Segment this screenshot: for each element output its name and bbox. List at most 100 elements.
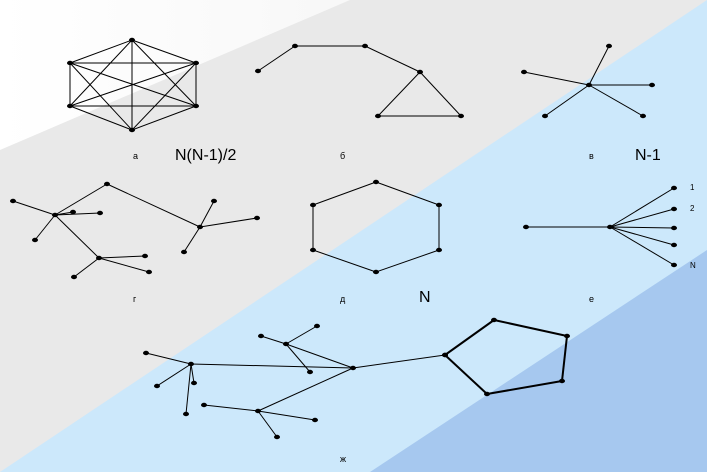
graph-zh-pentagon-node-0 — [442, 352, 448, 358]
graph-d-edge-5 — [312, 181, 377, 206]
graph-e-node-4 — [671, 225, 677, 231]
graph-v-node-4 — [542, 113, 548, 119]
graph-zh-node-1 — [188, 361, 194, 367]
graph-zh-node-7 — [314, 323, 320, 329]
graph-e-node-5 — [671, 242, 677, 248]
graph-a-edge-11 — [69, 62, 197, 107]
graph-b-edge-0 — [257, 45, 296, 72]
graph-g-edge-7 — [199, 217, 258, 228]
graph-a-node-0 — [129, 37, 135, 43]
graph-g-edge-4 — [54, 183, 108, 216]
graph-a-edge-1 — [131, 39, 197, 107]
graph-a-node-3 — [129, 127, 135, 133]
graph-g-node-12 — [146, 269, 152, 275]
label-e: е — [589, 294, 594, 304]
graph-g-edge-6 — [199, 200, 215, 228]
graph-e-node-6 — [671, 262, 677, 268]
graph-zh-pentagon-edge-0 — [444, 319, 495, 356]
graph-b-edge-5 — [419, 71, 462, 117]
label-b: б — [340, 151, 345, 161]
graph-v-edge-4 — [588, 84, 644, 117]
graph-a-edge-6 — [131, 62, 197, 131]
formula-complete: N(N-1)/2 — [175, 147, 236, 164]
graph-b-edge-3 — [377, 71, 421, 117]
graph-zh-edge-12 — [257, 410, 278, 438]
graph-d-edge-2 — [375, 249, 440, 273]
graph-b-node-2 — [362, 43, 368, 49]
label-d: д — [340, 294, 346, 304]
graph-zh-edge-1 — [145, 352, 192, 365]
graph-e-edge-1 — [609, 187, 675, 228]
graph-d-node-5 — [310, 202, 316, 208]
graph-g-node-0 — [10, 198, 16, 204]
graph-zh-node-6 — [283, 341, 289, 347]
graph-v-node-2 — [521, 69, 527, 75]
graph-zh-node-2 — [143, 350, 149, 356]
graph-g-node-10 — [96, 255, 102, 261]
graph-a-edge-4 — [69, 39, 133, 64]
graph-d-edge-3 — [312, 249, 377, 273]
graph-a-edge-9 — [131, 105, 197, 131]
graph-b-node-4 — [375, 113, 381, 119]
graph-zh-edge-11 — [257, 410, 316, 421]
graph-e-node-2 — [671, 185, 677, 191]
graph-g-edge-5 — [106, 183, 201, 228]
graph-v-edge-1 — [523, 71, 590, 86]
graph-b-node-1 — [292, 43, 298, 49]
graph-zh-edge-5 — [285, 343, 354, 369]
graph-g-edge-11 — [98, 257, 150, 273]
graph-g-edge-1 — [34, 214, 56, 241]
graph-g-edge-3 — [54, 211, 74, 216]
graph-v-node-1 — [606, 43, 612, 49]
graph-g-node-6 — [197, 224, 203, 230]
graph-zh-edge-3 — [190, 363, 195, 384]
graph-g-edge-2 — [54, 212, 101, 216]
graph-zh-pentagon-edge-4 — [444, 354, 488, 395]
graph-a-edge-3 — [69, 39, 133, 107]
graph-zh-edge-6 — [285, 325, 318, 345]
graph-zh-edge-4 — [185, 363, 192, 415]
graph-zh-node-4 — [191, 380, 197, 386]
graph-zh-edge-9 — [257, 367, 354, 412]
graph-zh-node-9 — [307, 369, 313, 375]
graph-zh-edge-13 — [352, 354, 446, 369]
graph-b-node-5 — [458, 113, 464, 119]
graph-g-node-4 — [70, 209, 76, 215]
graph-zh-node-3 — [154, 383, 160, 389]
graph-g-node-8 — [254, 215, 260, 221]
graph-zh-edge-10 — [203, 404, 259, 412]
formula-star: N-1 — [635, 147, 661, 164]
graph-a-edge-0 — [131, 39, 197, 64]
graph-e-node-1 — [523, 224, 529, 230]
formula-cycle: N — [419, 289, 431, 306]
graph-v-edge-0 — [588, 45, 610, 86]
graph-g-edge-8 — [183, 226, 201, 253]
graph-v-node-0 — [586, 82, 592, 88]
graph-zh-node-10 — [255, 408, 261, 414]
graph-g-node-2 — [32, 237, 38, 243]
graph-v-node-3 — [649, 82, 655, 88]
graph-g-edge-12 — [73, 257, 100, 278]
fan-number-1: 1 — [690, 183, 695, 192]
graph-d-edge-0 — [375, 181, 440, 206]
graph-zh-node-12 — [312, 417, 318, 423]
edges-layer — [12, 39, 675, 438]
graph-e-edge-5 — [609, 226, 675, 266]
background-dark-blue-band — [370, 250, 707, 472]
graph-zh-edge-8 — [285, 343, 311, 373]
graph-zh-node-8 — [258, 333, 264, 339]
graph-a-node-5 — [67, 60, 73, 66]
graph-a-edge-13 — [69, 62, 133, 131]
graph-g-node-7 — [211, 198, 217, 204]
graph-zh-pentagon-edge-3 — [486, 380, 563, 395]
graph-v-node-5 — [640, 113, 646, 119]
graph-d-node-0 — [373, 179, 379, 185]
graph-b-node-3 — [417, 69, 423, 75]
graph-a-node-2 — [193, 103, 199, 109]
graph-zh-pentagon-edge-2 — [561, 335, 568, 382]
graph-g-edge-0 — [12, 200, 56, 216]
graph-e-node-3 — [671, 206, 677, 212]
label-v: в — [589, 151, 594, 161]
